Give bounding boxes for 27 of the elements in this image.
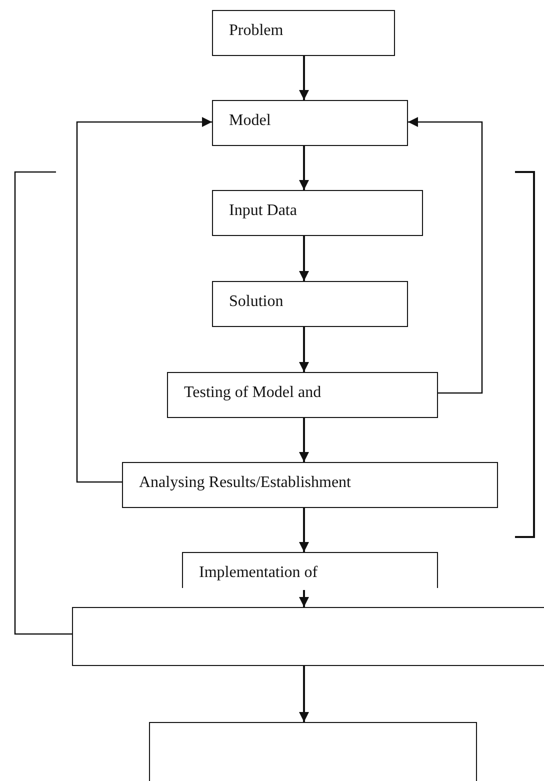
box-label: Testing of Model and [184, 384, 322, 402]
process-box [212, 281, 408, 327]
box-label: Input Data [229, 202, 297, 220]
box-label: Problem [229, 22, 284, 40]
arrow [299, 590, 309, 607]
process-box [212, 190, 423, 236]
arrow [299, 236, 309, 281]
box-label: Analysing Results/Establishment [139, 474, 351, 492]
process-box [182, 552, 438, 590]
box-label: Implementation of [199, 564, 318, 582]
bracket-line [14, 171, 72, 635]
arrow [299, 418, 309, 462]
process-box [122, 462, 498, 508]
arrow [299, 327, 309, 372]
arrow [408, 117, 483, 394]
arrow [299, 146, 309, 190]
process-box [212, 100, 408, 146]
process-box [72, 607, 544, 666]
process-box [212, 10, 395, 56]
arrow [76, 117, 212, 483]
box-label: Model [229, 112, 271, 130]
arrow [299, 56, 309, 100]
box-label: Solution [229, 293, 284, 311]
process-box [167, 372, 438, 418]
process-box [149, 722, 477, 781]
arrow [299, 666, 309, 722]
arrow [299, 508, 309, 552]
